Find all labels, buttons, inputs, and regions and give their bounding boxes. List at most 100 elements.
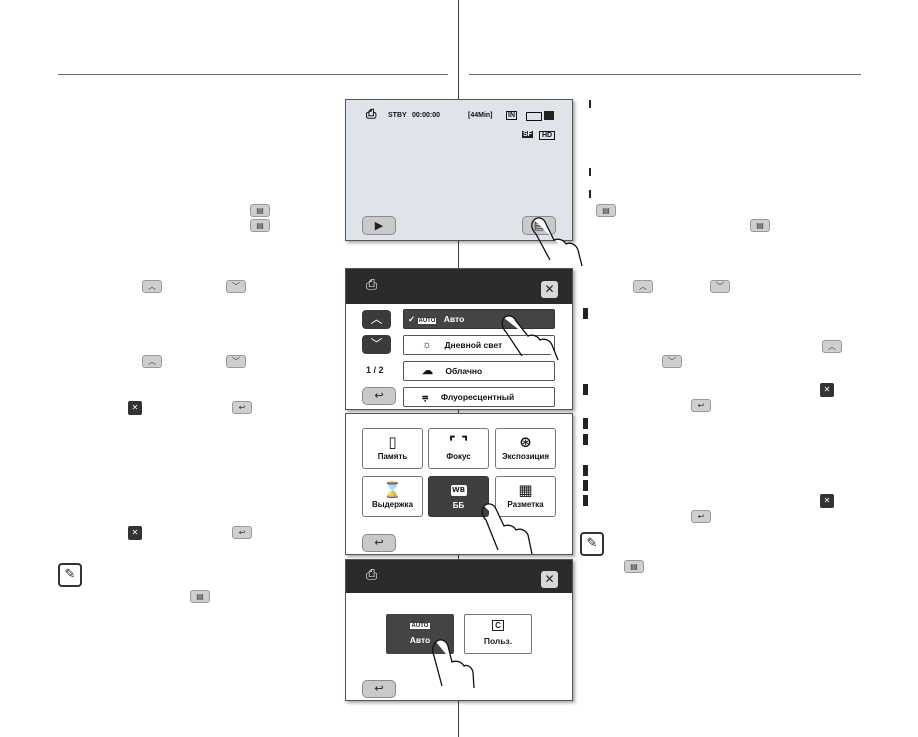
function-tiles-screen: ▯ Память ⌜ ⌝ Фокус ⊛ Экспозиция ⌛ Выдерж… <box>345 413 573 555</box>
tile-guideline[interactable]: ▦ Разметка <box>495 476 556 517</box>
check-icon: ✓ <box>408 314 416 324</box>
focus-icon: ⌜ ⌝ <box>448 433 469 451</box>
shutter-icon: ⌛ <box>383 481 402 499</box>
step-marker-icon <box>583 434 588 445</box>
menu-header: ⎙ ✕ <box>346 269 572 304</box>
tile-memory[interactable]: ▯ Память <box>362 428 423 469</box>
menu-key-icon: ▤ <box>250 204 270 217</box>
camcorder-icon: ⎙ <box>366 567 378 583</box>
option-label: Авто <box>409 635 431 645</box>
step-marker-icon <box>583 308 588 319</box>
scroll-up-button[interactable]: ︿ <box>362 310 391 329</box>
wb-list-screen: ⎙ ✕ ︿ ﹀ 1 / 2 ↩ ✓ AUTO Авто ☼ Дневной св… <box>345 268 573 410</box>
menu-item-label: Облачно <box>445 366 483 376</box>
up-key-icon: ︿ <box>142 280 162 293</box>
step-marker-icon <box>583 418 588 429</box>
note-icon: ✎ <box>580 532 604 556</box>
menu-key-icon: ▤ <box>190 590 210 603</box>
note-icon: ✎ <box>58 563 82 587</box>
right-rule <box>469 74 861 75</box>
menu-item-label: Авто <box>443 314 465 324</box>
step-marker-icon <box>589 100 591 108</box>
step-marker-icon <box>583 495 588 506</box>
finger-pointer-icon <box>501 315 559 361</box>
scroll-down-button[interactable]: ﹀ <box>362 335 391 354</box>
back-key-icon: ↩ <box>232 401 252 414</box>
quality-icon: SF <box>522 131 533 138</box>
finger-pointer-icon <box>481 503 533 555</box>
tile-shutter[interactable]: ⌛ Выдержка <box>362 476 423 517</box>
custom-wb-icon: C <box>492 620 504 631</box>
tile-label: ББ <box>452 501 465 510</box>
menu-key-icon: ▤ <box>624 560 644 573</box>
tile-label: Выдержка <box>371 500 414 509</box>
menu-key-icon: ▤ <box>250 219 270 232</box>
close-key-icon: ✕ <box>128 526 142 540</box>
aperture-icon: ⊛ <box>519 433 532 451</box>
status-time: 00:00:00 <box>412 112 441 119</box>
option-label: Польз. <box>483 636 513 646</box>
close-button[interactable]: ✕ <box>541 571 558 588</box>
step-marker-icon <box>589 190 591 198</box>
back-button[interactable]: ↩ <box>362 680 396 698</box>
memory-icon: ▯ <box>388 433 397 451</box>
up-key-icon: ︿ <box>142 355 162 368</box>
status-mode: STBY <box>388 112 407 119</box>
step-marker-icon <box>583 480 588 491</box>
menu-item-cloudy[interactable]: ☁ Облачно <box>403 361 555 381</box>
auto-icon: AUTO <box>409 623 431 629</box>
menu-header: ⎙ ✕ <box>346 560 572 593</box>
down-key-icon: ﹀ <box>226 280 246 293</box>
step-marker-icon <box>583 384 588 395</box>
menu-key-icon: ▤ <box>596 204 616 217</box>
storage-in-icon: IN <box>506 111 517 120</box>
menu-item-label: Флуоресцентный <box>440 392 515 402</box>
sun-icon: ☼ <box>422 339 433 351</box>
camcorder-mode-icon: ⎙ <box>366 107 377 122</box>
finger-pointer-icon <box>432 639 475 689</box>
status-remaining: [44Min] <box>468 112 493 119</box>
battery-icon <box>526 112 542 121</box>
back-key-icon: ↩ <box>691 399 711 412</box>
tile-label: Фокус <box>446 452 471 461</box>
cloud-icon: ☁ <box>422 365 433 377</box>
wb-choose-screen: ⎙ ✕ AUTO Авто C Польз. ↩ <box>345 559 573 701</box>
back-button[interactable]: ↩ <box>362 387 396 405</box>
down-key-icon: ﹀ <box>226 355 246 368</box>
close-key-icon: ✕ <box>128 401 142 415</box>
standby-screen: ⎙ STBY 00:00:00 [44Min] IN SF HD ▶ ▤ <box>345 99 573 241</box>
back-button[interactable]: ↩ <box>362 534 396 552</box>
down-key-icon: ﹀ <box>710 280 730 293</box>
close-key-icon: ✕ <box>820 383 834 397</box>
menu-item-fluorescent[interactable]: ⩦ Флуоресцентный <box>403 387 555 407</box>
wb-icon: WB <box>450 485 467 496</box>
close-button[interactable]: ✕ <box>541 281 558 298</box>
menu-item-label: Дневной свет <box>444 340 503 350</box>
menu-item-daylight[interactable]: ☼ Дневной свет <box>403 335 555 355</box>
up-key-icon: ︿ <box>822 340 842 353</box>
close-key-icon: ✕ <box>820 494 834 508</box>
tile-exposure[interactable]: ⊛ Экспозиция <box>495 428 556 469</box>
storage-icon <box>544 111 554 120</box>
tile-label: Разметка <box>507 500 544 509</box>
finger-pointer-icon <box>531 217 583 267</box>
tile-white-balance[interactable]: WB ББ <box>428 476 489 517</box>
tile-focus[interactable]: ⌜ ⌝ Фокус <box>428 428 489 469</box>
play-button[interactable]: ▶ <box>362 216 396 235</box>
back-key-icon: ↩ <box>691 510 711 523</box>
left-rule <box>58 74 448 75</box>
tile-label: Память <box>377 452 408 461</box>
up-key-icon: ︿ <box>633 280 653 293</box>
down-key-icon: ﹀ <box>662 355 682 368</box>
auto-icon: AUTO <box>417 318 437 324</box>
step-marker-icon <box>583 465 588 476</box>
menu-key-icon: ▤ <box>750 219 770 232</box>
step-marker-icon <box>589 168 591 176</box>
back-key-icon: ↩ <box>232 526 252 539</box>
grid-icon: ▦ <box>518 481 533 499</box>
resolution-icon: HD <box>539 131 556 140</box>
fluorescent-icon: ⩦ <box>422 391 429 403</box>
tile-label: Экспозиция <box>501 452 550 461</box>
camcorder-icon: ⎙ <box>366 277 378 293</box>
option-custom[interactable]: C Польз. <box>464 614 532 654</box>
